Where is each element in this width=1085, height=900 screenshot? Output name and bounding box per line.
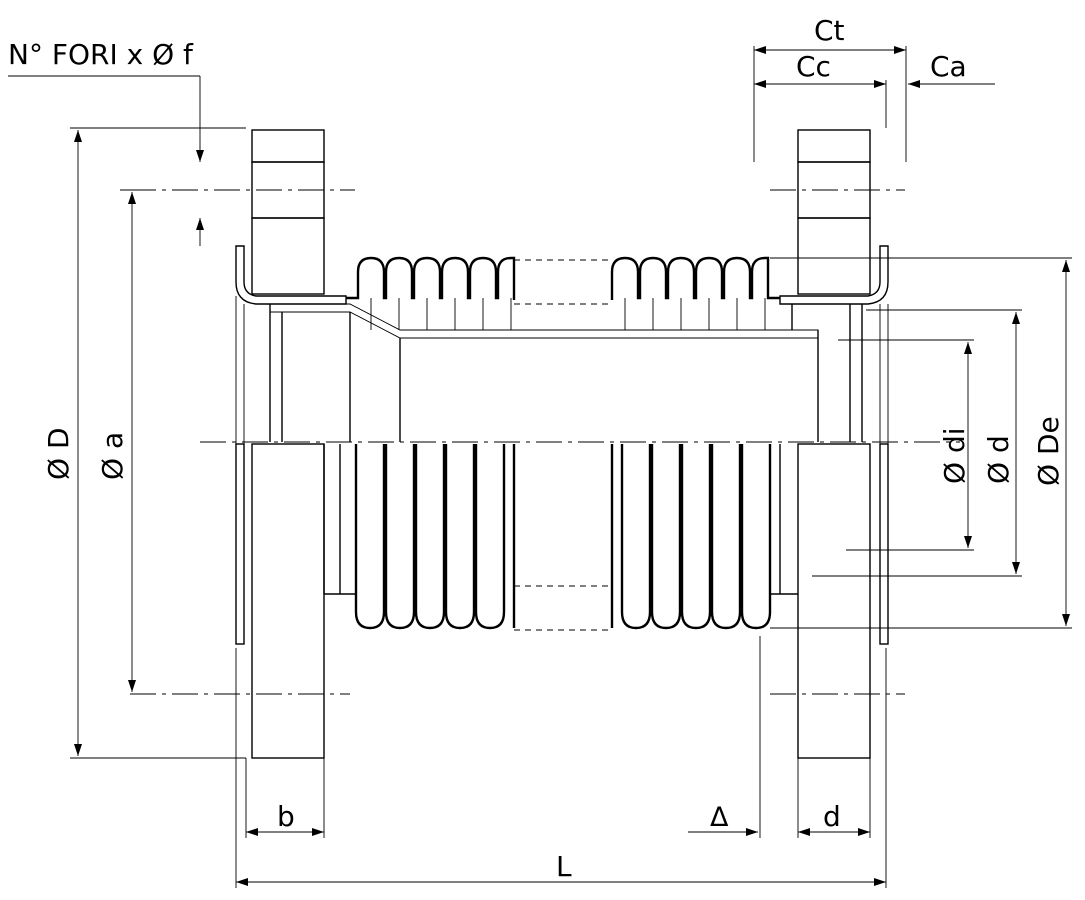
right-flange: [779, 129, 889, 759]
label-oa: Ø a: [96, 432, 129, 480]
bellows-bottom: [323, 444, 798, 631]
label-odi: Ø di: [938, 428, 971, 485]
left-flange: [235, 129, 347, 759]
label-ca: Ca: [930, 50, 967, 83]
label-ode: Ø De: [1032, 416, 1065, 486]
label-delta: Δ: [710, 802, 729, 833]
label-odd: Ø d: [982, 435, 1015, 484]
label-b: b: [277, 800, 295, 833]
center-lines: [130, 189, 960, 695]
bellows-top: [346, 256, 780, 330]
label-cc: Cc: [796, 50, 831, 83]
label-l: L: [556, 850, 572, 883]
dimension-labels: N° FORI x Ø f Ct Cc Ca Ø D Ø a Ø di Ø d …: [8, 14, 1065, 883]
dimension-arrows: [74, 46, 1070, 886]
extension-lines: [8, 46, 1072, 888]
inner-sleeve: [269, 303, 863, 442]
label-od: Ø D: [42, 428, 75, 481]
label-d: d: [823, 800, 841, 833]
label-ct: Ct: [814, 14, 845, 47]
label-holes: N° FORI x Ø f: [8, 38, 194, 71]
